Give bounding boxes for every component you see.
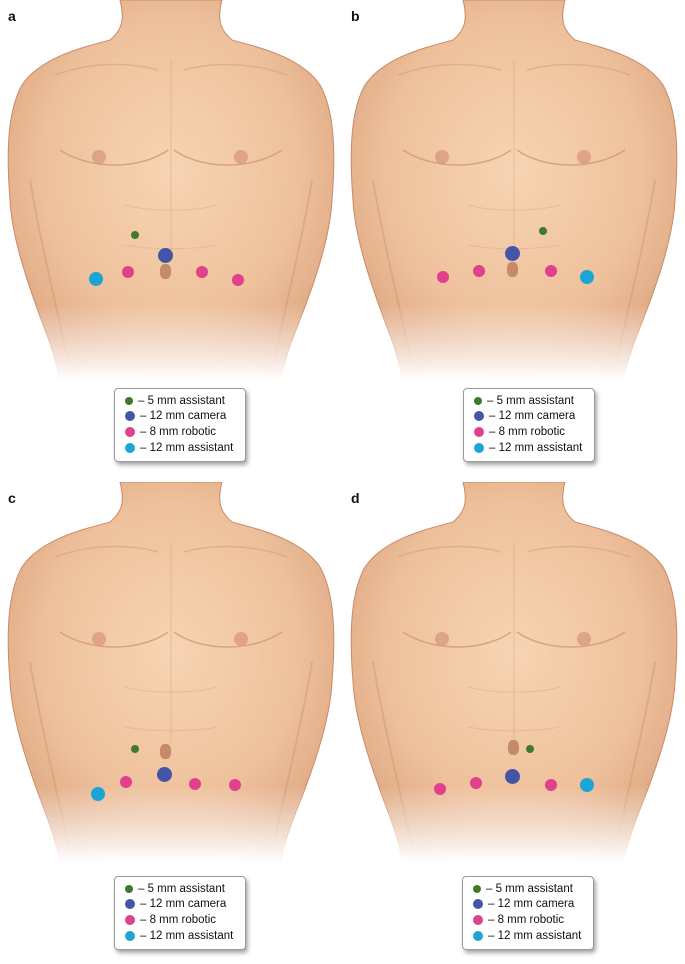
legend-item: – 5 mm assistant <box>474 393 574 408</box>
cyan-dot-icon <box>125 442 135 453</box>
port-12mm-camera <box>157 767 172 782</box>
legend: – 5 mm assistant – 12 mm camera – 8 mm r… <box>462 876 594 950</box>
legend: – 5 mm assistant – 12 mm camera – 8 mm r… <box>114 388 246 462</box>
cyan-dot-icon <box>125 930 135 941</box>
port-8mm-robotic <box>232 274 244 286</box>
legend-item: – 5 mm assistant <box>125 881 225 896</box>
port-8mm-robotic <box>545 779 557 791</box>
legend: – 5 mm assistant – 12 mm camera – 8 mm r… <box>463 388 595 462</box>
torso-illustration <box>343 0 685 380</box>
navel <box>508 740 519 755</box>
legend-item: – 12 mm assistant <box>473 928 581 943</box>
port-5mm-assistant <box>526 745 534 753</box>
port-12mm-camera <box>158 248 173 263</box>
port-8mm-robotic <box>189 778 201 790</box>
port-12mm-camera <box>505 246 520 261</box>
torso-illustration <box>343 482 685 862</box>
legend-item: – 12 mm camera <box>125 896 226 911</box>
port-5mm-assistant <box>131 745 139 753</box>
panel-letter: d <box>351 490 360 506</box>
panel-a: a – 5 mm assistant – 12 mm camera – 8 mm… <box>0 0 342 482</box>
port-12mm-assistant <box>580 778 594 792</box>
legend-item: – 8 mm robotic <box>473 912 564 927</box>
legend-item: – 12 mm assistant <box>474 440 582 455</box>
pink-dot-icon <box>125 914 135 925</box>
pink-dot-icon <box>473 914 483 925</box>
navel <box>160 264 171 279</box>
green-dot-icon <box>125 396 133 405</box>
panel-c: c – 5 mm assistant – 12 mm camera – 8 mm… <box>0 482 342 964</box>
port-12mm-assistant <box>91 787 105 801</box>
legend-item: – 12 mm camera <box>474 408 575 423</box>
legend-item: – 12 mm assistant <box>125 928 233 943</box>
green-dot-icon <box>125 884 133 893</box>
blue-dot-icon <box>125 410 135 421</box>
port-5mm-assistant <box>539 227 547 235</box>
port-12mm-assistant <box>580 270 594 284</box>
legend-item: – 8 mm robotic <box>474 424 565 439</box>
panel-d: d – 5 mm assistant – 12 mm camera – 8 mm… <box>343 482 685 964</box>
navel <box>160 744 171 759</box>
panel-b: b – 5 mm assistant – 12 mm camera – 8 mm… <box>343 0 685 482</box>
pink-dot-icon <box>474 426 484 437</box>
panel-letter: b <box>351 8 360 24</box>
port-8mm-robotic <box>196 266 208 278</box>
port-12mm-camera <box>505 769 520 784</box>
legend-item: – 12 mm camera <box>473 896 574 911</box>
legend-item: – 8 mm robotic <box>125 912 216 927</box>
panel-letter: a <box>8 8 16 24</box>
legend: – 5 mm assistant – 12 mm camera – 8 mm r… <box>114 876 246 950</box>
legend-item: – 8 mm robotic <box>125 424 216 439</box>
blue-dot-icon <box>474 410 484 421</box>
port-8mm-robotic <box>122 266 134 278</box>
legend-item: – 5 mm assistant <box>473 881 573 896</box>
legend-item: – 5 mm assistant <box>125 393 225 408</box>
torso-illustration <box>0 0 342 380</box>
port-8mm-robotic <box>470 777 482 789</box>
cyan-dot-icon <box>473 930 483 941</box>
blue-dot-icon <box>125 898 135 909</box>
legend-item: – 12 mm camera <box>125 408 226 423</box>
port-12mm-assistant <box>89 272 103 286</box>
port-8mm-robotic <box>229 779 241 791</box>
port-8mm-robotic <box>120 776 132 788</box>
panel-letter: c <box>8 490 16 506</box>
port-8mm-robotic <box>473 265 485 277</box>
torso-illustration <box>0 482 342 862</box>
port-5mm-assistant <box>131 231 139 239</box>
green-dot-icon <box>473 884 481 893</box>
pink-dot-icon <box>125 426 135 437</box>
port-8mm-robotic <box>437 271 449 283</box>
blue-dot-icon <box>473 898 483 909</box>
navel <box>507 262 518 277</box>
port-8mm-robotic <box>545 265 557 277</box>
green-dot-icon <box>474 396 482 405</box>
cyan-dot-icon <box>474 442 484 453</box>
port-8mm-robotic <box>434 783 446 795</box>
legend-item: – 12 mm assistant <box>125 440 233 455</box>
